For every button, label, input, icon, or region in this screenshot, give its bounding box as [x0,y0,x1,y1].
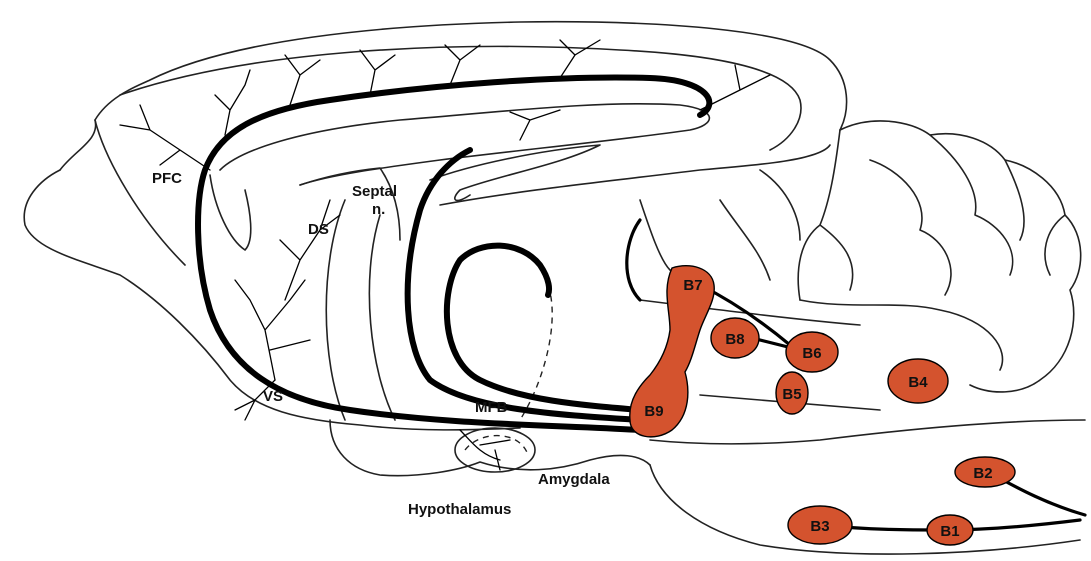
nucleus-b3-label: B3 [810,518,829,535]
nucleus-b4-label: B4 [908,374,928,391]
nucleus-b8-label: B8 [725,331,744,348]
septal-label: Septal [352,183,397,200]
nucleus-b7-label: B7 [683,277,702,294]
hypothalamus-label: Hypothalamus [408,501,511,518]
region-labels: PFC DS Septal n. VS MFB Amygdala Hypotha… [152,170,610,518]
pathways [198,77,1085,530]
mfb-label: MFB [475,399,508,416]
amygdala-label: Amygdala [538,471,610,488]
ds-label: DS [308,221,329,238]
nucleus-b2-label: B2 [973,465,992,482]
vs-label: VS [263,388,283,405]
septal-n-label: n. [372,201,385,218]
nucleus-b9-label: B9 [644,403,663,420]
pfc-label: PFC [152,170,182,187]
nucleus-b6-label: B6 [802,345,821,362]
nucleus-b5-label: B5 [782,386,801,403]
nucleus-b1-label: B1 [940,523,959,540]
